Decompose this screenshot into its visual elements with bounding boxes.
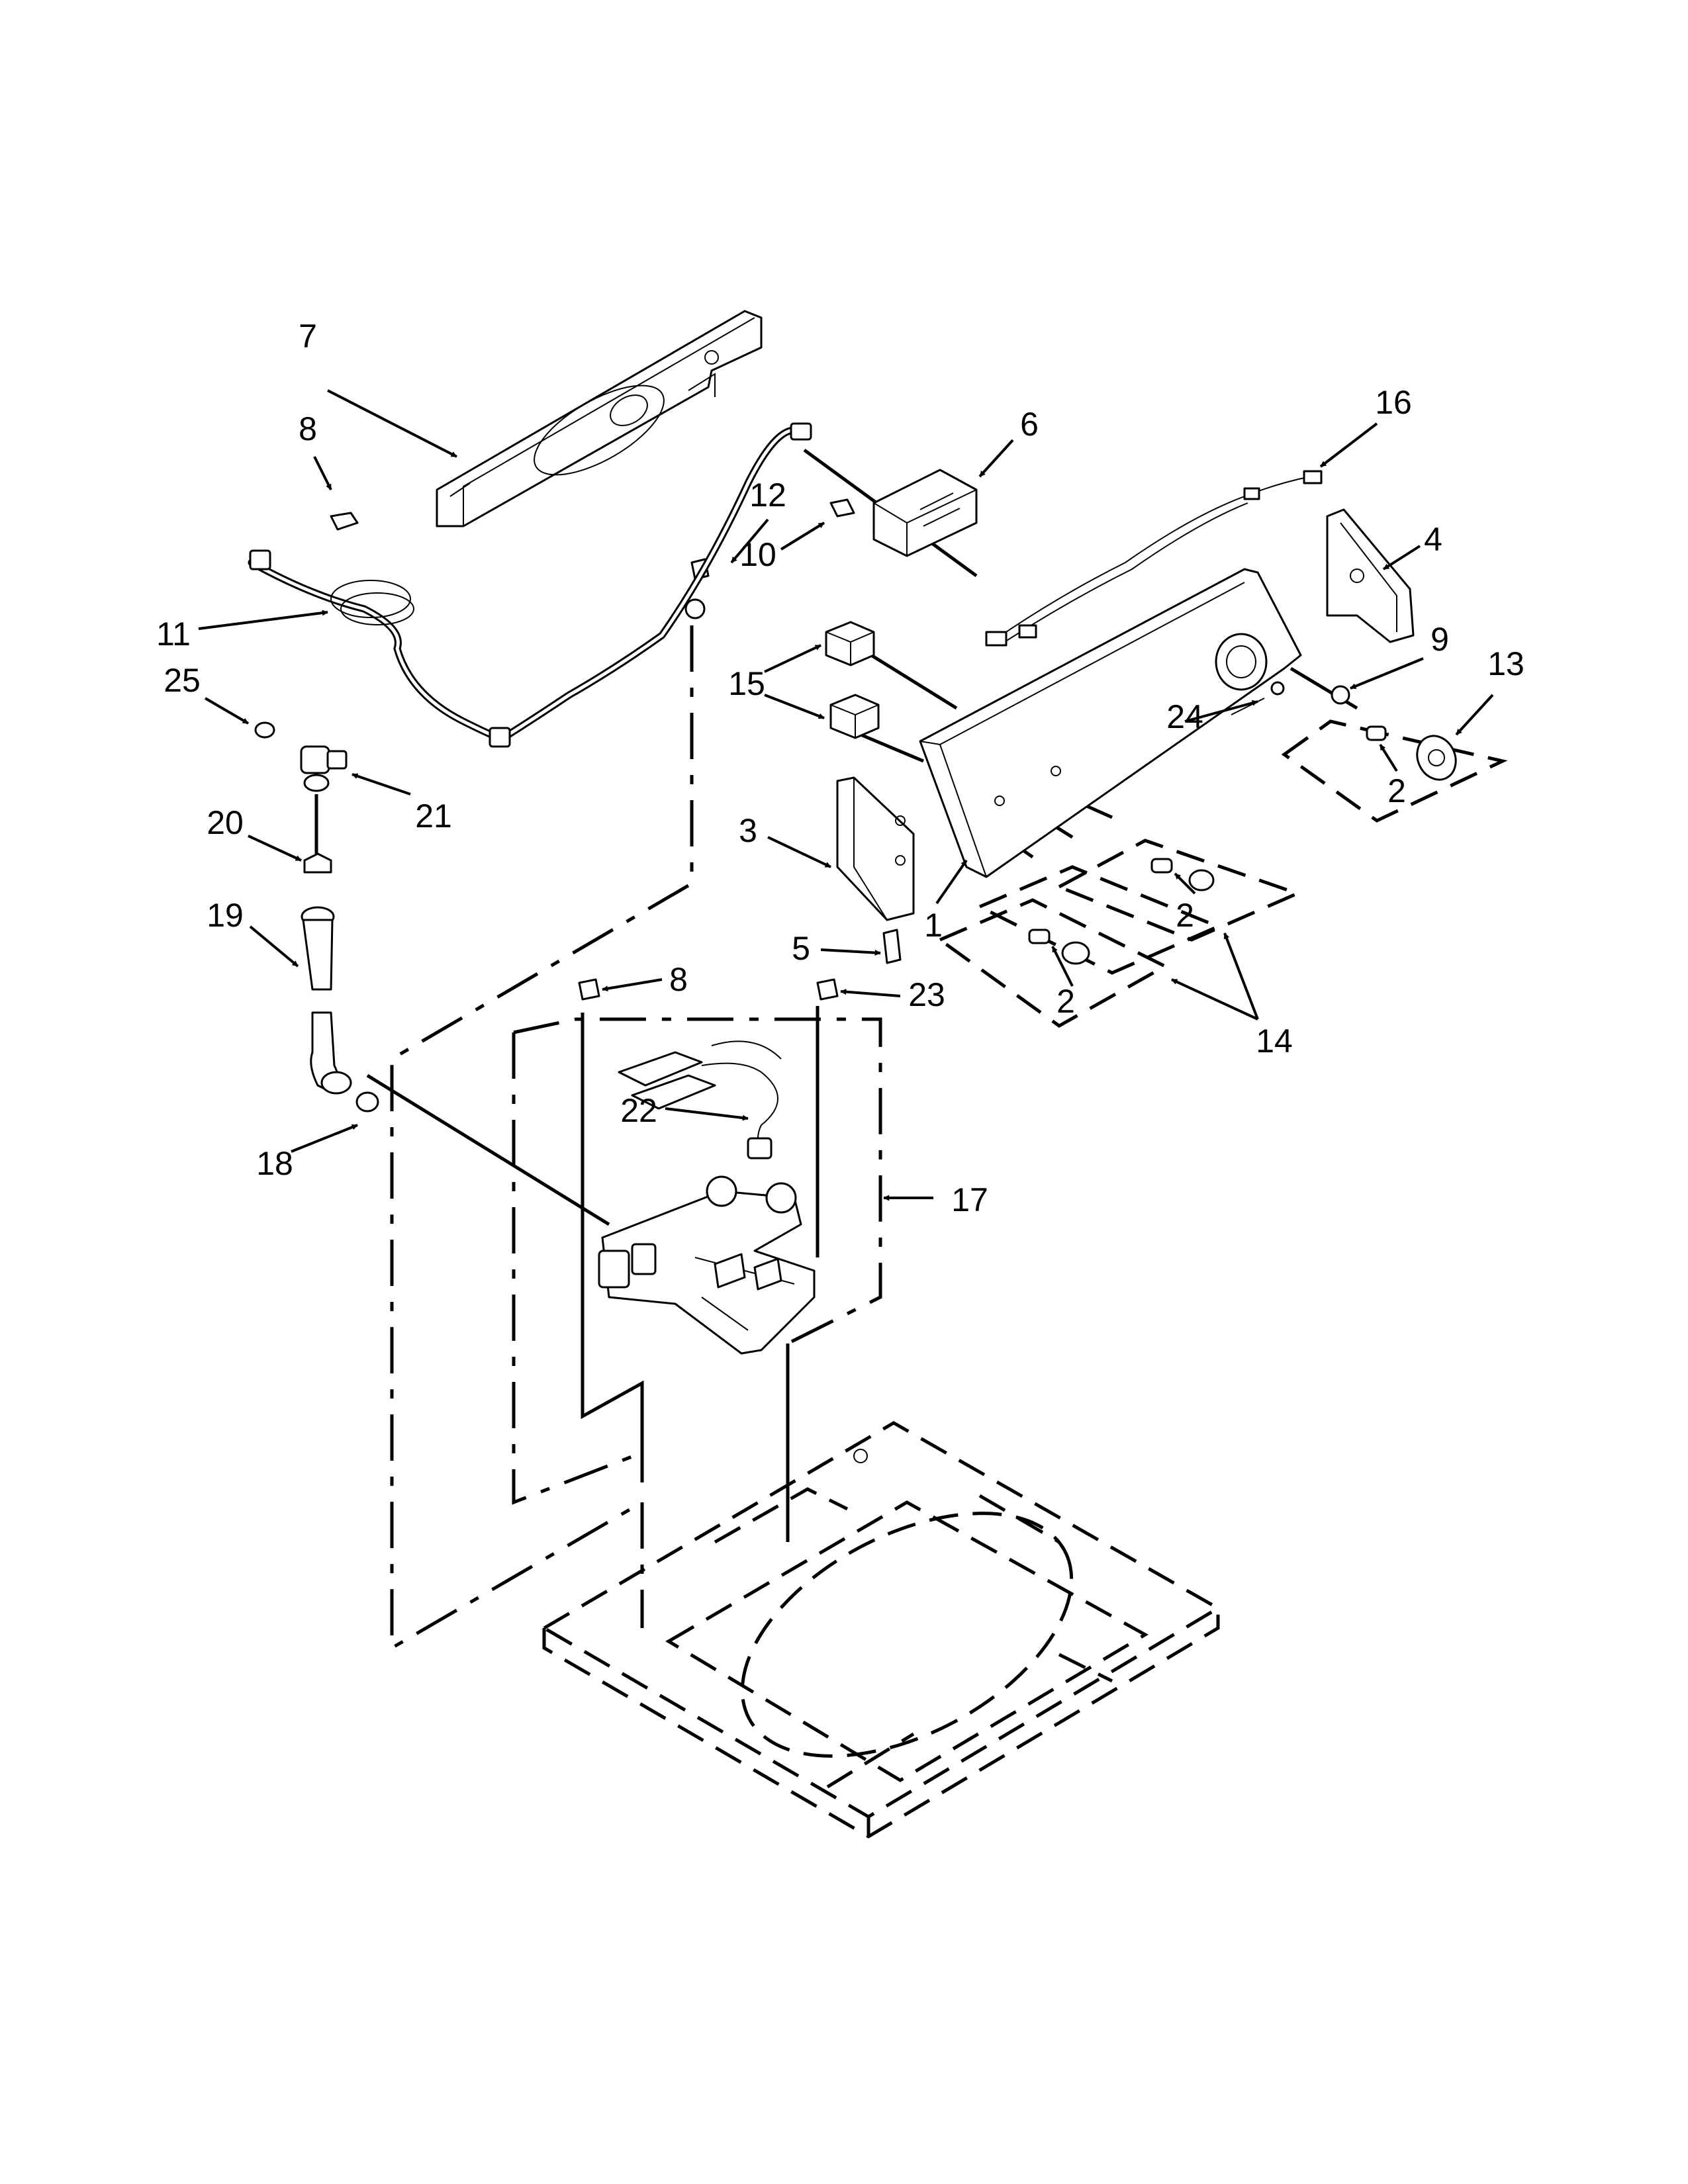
callout-24: 24 <box>1166 698 1203 735</box>
callout-14: 14 <box>1256 1023 1293 1060</box>
hose-parts <box>254 721 379 1113</box>
callout-5: 5 <box>792 930 810 967</box>
callout-10: 10 <box>739 536 776 573</box>
assembly-lines <box>366 448 1508 1651</box>
callout-2-upper: 2 <box>1176 897 1194 934</box>
washer-top-panel <box>541 1421 1221 1839</box>
callout-2-right: 2 <box>1387 772 1406 809</box>
callout-17: 17 <box>951 1181 988 1218</box>
control-board-part <box>872 469 978 557</box>
callout-21: 21 <box>415 797 452 835</box>
leader-arrows <box>198 389 1494 1201</box>
callout-18: 18 <box>256 1145 293 1182</box>
callout-6: 6 <box>1020 406 1039 443</box>
callout-3: 3 <box>739 812 757 849</box>
callout-12: 12 <box>749 477 786 514</box>
valve-wiring-part <box>618 1040 782 1160</box>
clip-part <box>882 929 902 964</box>
callout-11: 11 <box>156 615 191 653</box>
screw-parts <box>330 498 855 1001</box>
end-cap-part <box>1326 508 1415 643</box>
callout-1: 1 <box>924 907 943 944</box>
knob-parts <box>1028 681 1457 965</box>
callout-labels: 1 2 2 2 2 3 4 5 6 7 8 8 9 10 11 12 13 14… <box>156 318 1524 1218</box>
callout-22: 22 <box>620 1092 657 1129</box>
side-bracket-part <box>836 776 915 921</box>
callout-16: 16 <box>1375 384 1412 421</box>
callout-15: 15 <box>728 665 765 702</box>
callout-8-top: 8 <box>299 410 317 447</box>
switch-parts <box>825 621 880 739</box>
wire-harness-part <box>985 470 1323 647</box>
callout-2-lower: 2 <box>1056 983 1075 1020</box>
callout-4: 4 <box>1424 521 1442 558</box>
callout-23: 23 <box>908 976 945 1013</box>
callout-13: 13 <box>1487 645 1524 682</box>
callout-19: 19 <box>207 897 244 934</box>
rear-panel-part <box>436 310 763 527</box>
callout-8-lower: 8 <box>669 961 688 998</box>
callout-20: 20 <box>207 804 244 841</box>
power-cord-part <box>248 422 812 748</box>
callout-25: 25 <box>164 662 201 699</box>
water-valve-part <box>598 1175 816 1355</box>
callout-9: 9 <box>1430 621 1449 658</box>
console-part <box>919 568 1302 878</box>
callout-7: 7 <box>299 318 317 355</box>
